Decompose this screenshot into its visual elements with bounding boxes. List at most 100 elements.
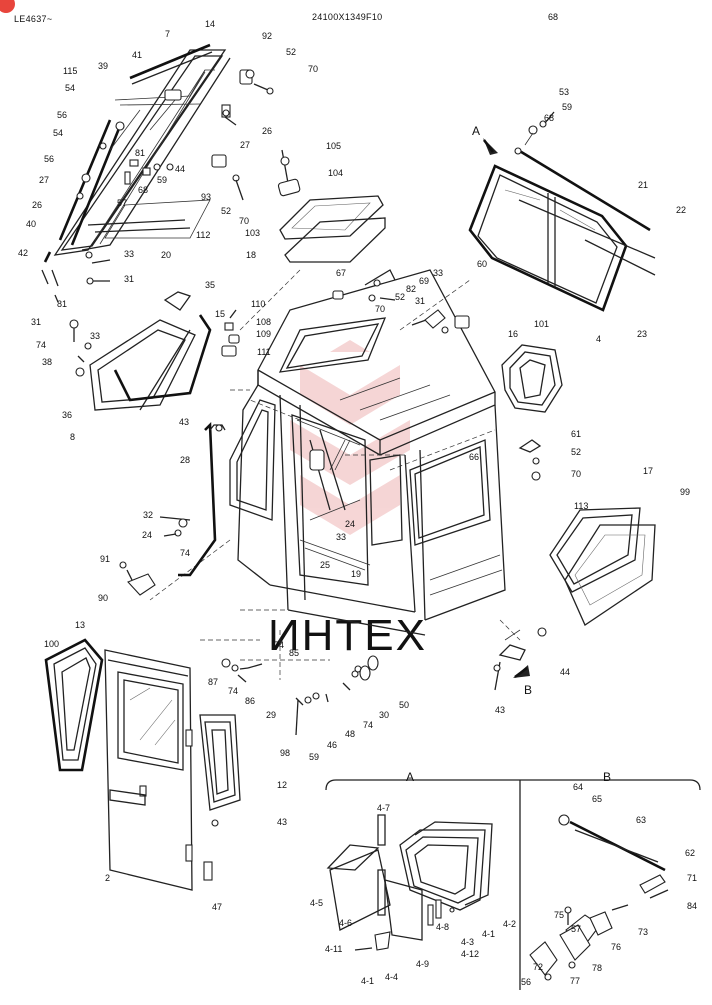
part-number-label: 43 <box>495 705 505 715</box>
part-number-label: 70 <box>239 216 249 226</box>
part-number-label: 46 <box>327 740 337 750</box>
part-number-label: 4-7 <box>377 803 390 813</box>
part-number-label: 4 <box>596 334 601 344</box>
part-number-label: 62 <box>685 848 695 858</box>
part-number-label: 68 <box>544 113 554 123</box>
header-center-code: 24100X1349F10 <box>312 12 382 22</box>
part-number-label: 61 <box>571 429 581 439</box>
part-number-label: 44 <box>560 667 570 677</box>
part-number-label: 70 <box>571 469 581 479</box>
part-number-label: 30 <box>379 710 389 720</box>
detail-section-divider <box>325 779 701 990</box>
part-number-label: 84 <box>687 901 697 911</box>
part-number-label: 7 <box>165 29 170 39</box>
part-number-label: 4-1 <box>361 976 374 986</box>
part-number-label: 81 <box>57 299 67 309</box>
part-number-label: 56 <box>44 154 54 164</box>
part-number-label: 33 <box>336 532 346 542</box>
part-number-label: 71 <box>687 873 697 883</box>
part-number-label: 75 <box>554 910 564 920</box>
part-number-label: 74 <box>36 340 46 350</box>
part-number-label: 60 <box>477 259 487 269</box>
part-number-label: 31 <box>31 317 41 327</box>
part-number-label: 4-11 <box>325 944 342 954</box>
part-number-label: 39 <box>98 61 108 71</box>
part-number-label: 4-8 <box>436 922 449 932</box>
part-number-label: 56 <box>57 110 67 120</box>
part-number-label: 86 <box>245 696 255 706</box>
part-number-label: 87 <box>208 677 218 687</box>
corner-badge-icon <box>0 0 15 13</box>
part-number-label: 8 <box>70 432 75 442</box>
header-left-code: LE4637~ <box>14 14 52 24</box>
rear-window-frame <box>468 111 656 312</box>
right-side-windows <box>493 344 656 691</box>
roof-sunshade <box>277 149 386 263</box>
part-number-label: 91 <box>100 554 110 564</box>
part-number-label: 73 <box>638 927 648 937</box>
part-number-label: 25 <box>320 560 330 570</box>
view-arrow-b-label: B <box>524 683 532 697</box>
part-number-label: 66 <box>469 452 479 462</box>
part-number-label: 33 <box>124 249 134 259</box>
detail-b-latch-parts <box>529 814 669 981</box>
part-number-label: 40 <box>26 219 36 229</box>
door-check-fasteners <box>221 655 379 736</box>
part-number-label: 110 <box>251 299 265 309</box>
part-number-label: 36 <box>62 410 72 420</box>
part-number-label: 85 <box>289 648 299 658</box>
part-number-label: 19 <box>351 569 361 579</box>
part-number-label: 27 <box>240 140 250 150</box>
part-number-label: 93 <box>201 192 211 202</box>
part-number-label: 98 <box>280 748 290 758</box>
part-number-label: 65 <box>592 794 602 804</box>
part-number-label: 4-4 <box>385 972 398 982</box>
part-number-label: 105 <box>326 141 341 151</box>
cab-body <box>229 269 506 636</box>
detail-a-window-parts <box>326 814 493 951</box>
part-number-label: 26 <box>262 126 272 136</box>
part-number-label: 31 <box>124 274 134 284</box>
part-number-label: 108 <box>256 317 271 327</box>
part-number-label: 4-3 <box>461 937 474 947</box>
part-number-label: 101 <box>534 319 549 329</box>
part-number-label: 4-1 <box>482 929 495 939</box>
roof-fittings <box>332 269 470 334</box>
part-number-label: 4-2 <box>503 919 516 929</box>
part-number-label: 54 <box>53 128 63 138</box>
part-number-label: 15 <box>215 309 225 319</box>
part-number-label: 52 <box>221 206 231 216</box>
part-number-label: 99 <box>680 487 690 497</box>
part-number-label: 69 <box>419 276 429 286</box>
part-number-label: 70 <box>375 304 385 314</box>
part-number-label: 74 <box>180 548 190 558</box>
part-number-label: 67 <box>336 268 346 278</box>
left-side-window <box>69 291 240 411</box>
roof-window-assembly <box>41 43 274 303</box>
part-number-label: 52 <box>571 447 581 457</box>
section-a-title: A <box>406 770 414 784</box>
part-number-label: 38 <box>42 357 52 367</box>
part-number-label: 63 <box>636 815 646 825</box>
part-number-label: 4-12 <box>461 949 479 959</box>
section-b-title: B <box>603 770 611 784</box>
part-number-label: 32 <box>143 510 153 520</box>
part-number-label: 20 <box>161 250 171 260</box>
part-number-label: 24 <box>142 530 152 540</box>
part-number-label: 111 <box>257 347 271 357</box>
part-number-label: 43 <box>179 417 189 427</box>
part-number-label: 57 <box>117 198 127 208</box>
part-number-label: 4-5 <box>310 898 323 908</box>
part-number-label: 82 <box>406 284 416 294</box>
part-number-label: 100 <box>44 639 59 649</box>
part-number-label: 35 <box>205 280 215 290</box>
part-number-label: 59 <box>309 752 319 762</box>
part-number-label: 50 <box>399 700 409 710</box>
part-number-label: 22 <box>676 205 686 215</box>
part-number-label: 68 <box>138 185 148 195</box>
part-number-label: 47 <box>212 902 222 912</box>
part-number-label: 33 <box>90 331 100 341</box>
part-number-label: 33 <box>433 268 443 278</box>
part-number-labels: 1474192527039115545654562726404226278144… <box>18 12 697 987</box>
part-number-label: 43 <box>277 817 287 827</box>
